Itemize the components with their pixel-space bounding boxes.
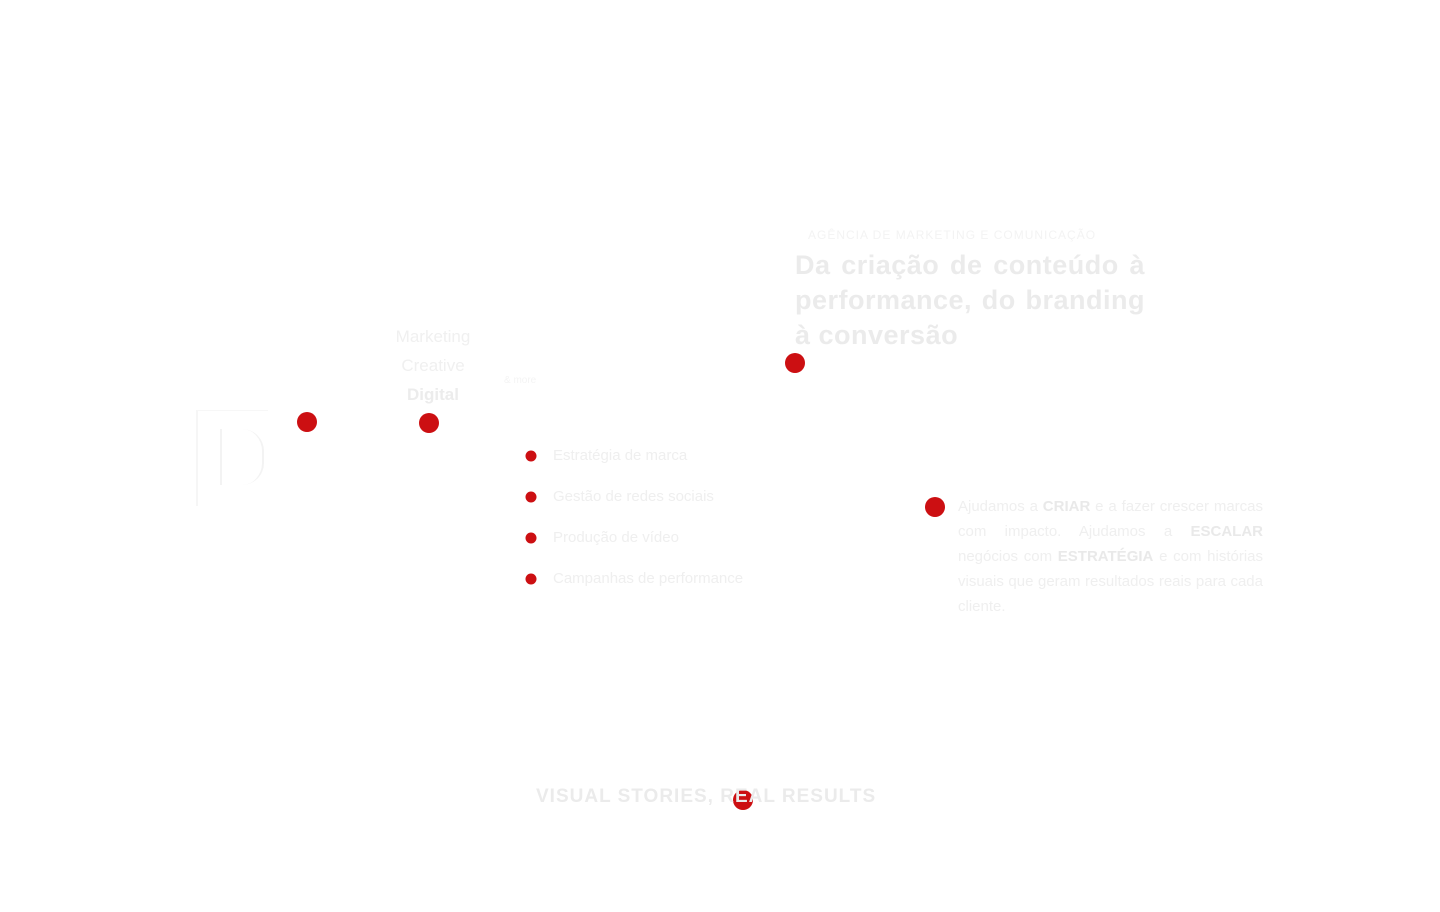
category-aside: & more <box>504 375 537 386</box>
intro-paragraph: Ajudamos a CRIAR e a fazer crescer marca… <box>958 494 1263 619</box>
tagline: VISUAL STORIES, REAL RESULTS <box>536 786 877 807</box>
bullet-dot <box>525 532 537 544</box>
service-label: Produção de vídeo <box>553 529 679 546</box>
marker-dot <box>785 353 805 373</box>
intro-highlight: CRIAR <box>1042 498 1091 515</box>
bullet-dot <box>525 573 537 585</box>
marker-dot <box>733 790 753 810</box>
intro-text: e com histórias visuais que geram result… <box>958 548 1263 615</box>
list-item[interactable]: Campanhas de performance <box>525 567 743 608</box>
services-list: Estratégia de marca Gestão de redes soci… <box>525 444 743 608</box>
list-item[interactable]: Estratégia de marca <box>525 444 743 485</box>
intro-highlight: ESCALAR <box>1190 523 1263 540</box>
intro-highlight: ESTRATÉGIA <box>1057 548 1154 565</box>
marker-dot <box>419 413 439 433</box>
service-label: Campanhas de performance <box>553 570 744 587</box>
hero-headline: Da criação de conteúdo à performance, do… <box>795 250 1145 350</box>
service-label: Gestão de redes sociais <box>553 488 714 505</box>
category-line: Creative <box>401 356 465 375</box>
list-item[interactable]: Produção de vídeo <box>525 526 743 567</box>
category-label: Marketing Creative Digital <box>378 322 488 409</box>
intro-text: e a fazer crescer marcas com impacto. Aj… <box>958 498 1264 540</box>
hero-eyebrow: AGÊNCIA DE MARKETING E COMUNICAÇÃO <box>808 228 1097 242</box>
marker-dot <box>297 412 317 432</box>
intro-text: negócios com <box>958 548 1053 565</box>
brand-logo-icon[interactable] <box>196 410 268 506</box>
category-line: Marketing <box>395 327 471 346</box>
list-item[interactable]: Gestão de redes sociais <box>525 485 743 526</box>
logo-letter-shape <box>220 429 264 485</box>
bullet-dot <box>525 450 537 462</box>
bullet-dot <box>525 491 537 503</box>
marker-dot <box>925 497 945 517</box>
category-line: Digital <box>407 385 459 404</box>
service-label: Estratégia de marca <box>553 447 688 464</box>
intro-text: Ajudamos a <box>958 498 1038 515</box>
